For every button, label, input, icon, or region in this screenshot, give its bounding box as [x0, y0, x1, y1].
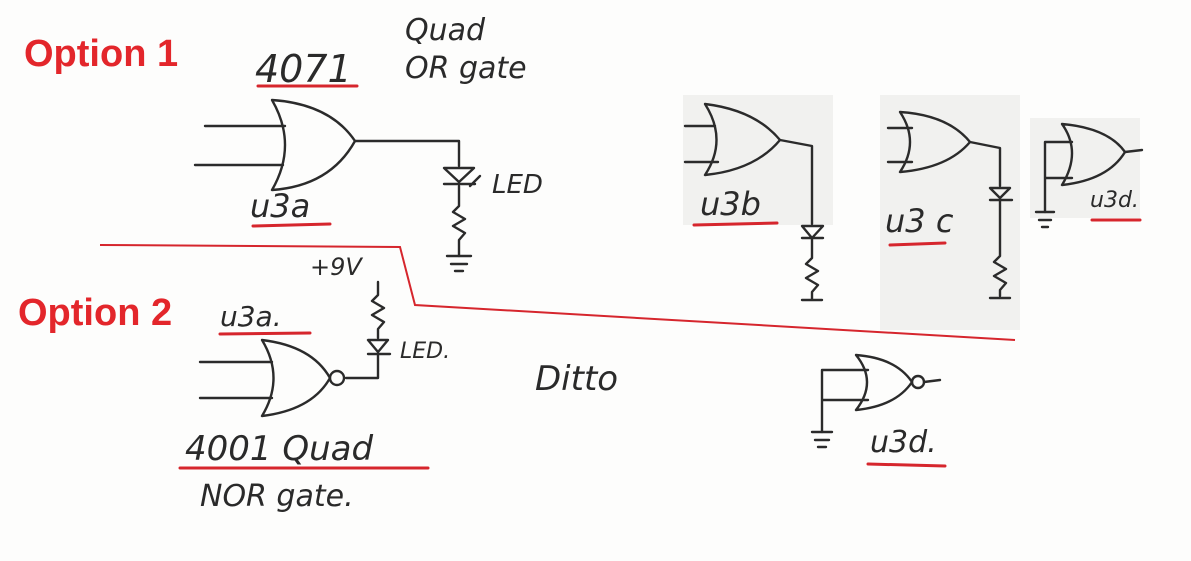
option2-heading: Option 2 [18, 292, 172, 334]
or-gate-u3a [193, 98, 461, 192]
chip2-part-line2: NOR gate. [200, 479, 354, 514]
chip2-part-line1: 4001 Quad [185, 429, 373, 469]
u3a-label-2: u3a. [220, 300, 282, 333]
resistor-1 [451, 184, 467, 258]
chip1-desc-line1: Quad [405, 13, 486, 48]
u3c-underline [888, 241, 947, 247]
plus9v-label: +9V [310, 253, 363, 281]
led-symbol-1 [442, 166, 482, 188]
or-gate-u3b [683, 102, 825, 302]
led1-label: LED [492, 170, 543, 200]
nor-gate-u3d-bottom [810, 353, 942, 449]
paste-patch-u3c [880, 95, 1020, 330]
u3a-underline-1 [251, 222, 332, 228]
u3b-underline [692, 221, 779, 227]
u3d-underline-2 [866, 462, 947, 468]
paste-patch-u3d [1030, 118, 1140, 218]
option-divider [99, 244, 1016, 341]
chip1-part-number: 4071 [255, 47, 352, 91]
or-gate-u3d-top [1034, 122, 1144, 229]
u3d-label-2: u3d. [870, 425, 937, 460]
or-gate-u3c [886, 110, 1014, 300]
resistor-2 [370, 280, 386, 340]
option1-heading: Option 1 [24, 33, 178, 75]
u3a-underline-2 [218, 331, 312, 336]
nor-gate-u3a [198, 338, 346, 418]
u3d-label-1: u3d. [1090, 188, 1139, 213]
u3b-label: u3b [700, 185, 761, 223]
led2-label: LED. [400, 339, 450, 364]
chip1-desc-line2: OR gate [405, 51, 527, 86]
ditto-label: Ditto [535, 359, 618, 399]
u3c-label: u3 c [885, 202, 954, 240]
u3a-label-1: u3a [250, 187, 310, 225]
led-symbol-2 [344, 338, 392, 380]
ground-1 [445, 254, 473, 273]
